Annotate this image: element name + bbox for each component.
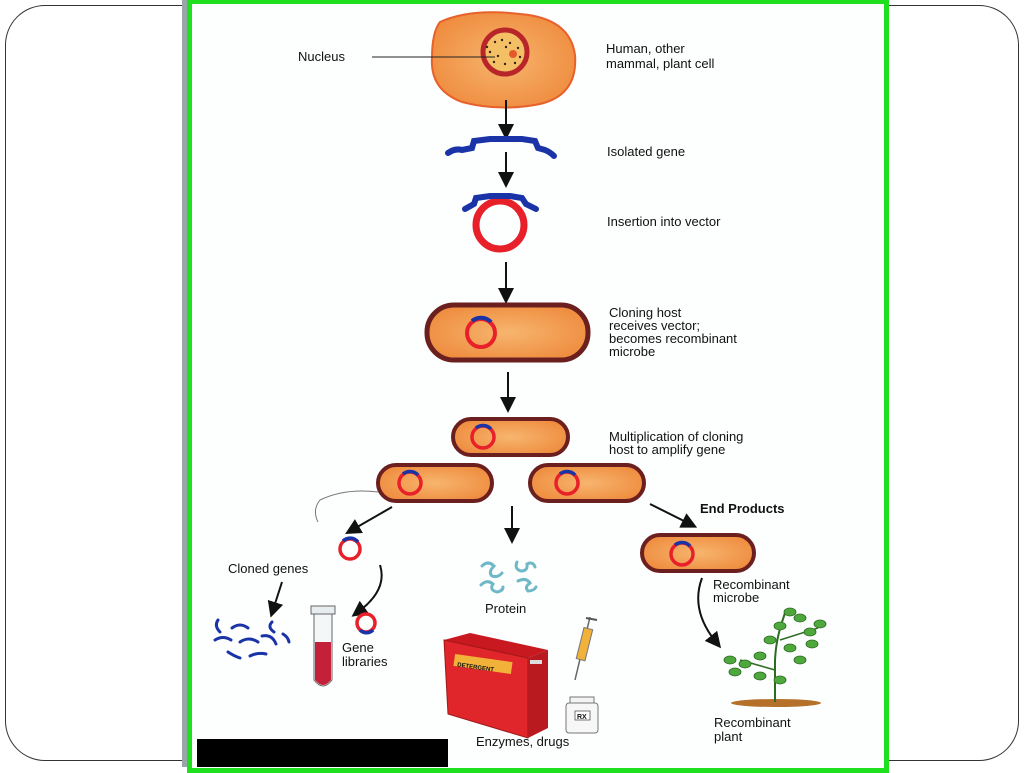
recombinant-plant-icon bbox=[723, 607, 827, 707]
arrow-to-cloned-genes bbox=[345, 506, 393, 534]
nucleus-label: Nucleus bbox=[298, 49, 345, 64]
recombinant-microbe-label-1: Recombinant bbox=[713, 577, 790, 592]
end-products-label: End Products bbox=[700, 501, 785, 516]
gene-insert-icon bbox=[462, 193, 539, 212]
recombinant-microbe-label-2: microbe bbox=[713, 590, 760, 605]
syringe-icon bbox=[574, 616, 598, 681]
isolated-gene-icon bbox=[445, 136, 557, 159]
isolated-gene-label: Isolated gene bbox=[607, 144, 686, 159]
flagellum-icon bbox=[314, 490, 379, 523]
cloning-host-label-2: receives vector; bbox=[609, 318, 701, 333]
rx-label: RX bbox=[577, 714, 587, 721]
cloned-genes-label: Cloned genes bbox=[228, 561, 309, 576]
cloned-gene-plasmid-icon bbox=[338, 536, 362, 561]
recombinant-plant-label-1: Recombinant bbox=[714, 715, 791, 730]
insertion-label: Insertion into vector bbox=[607, 214, 721, 229]
vector-plasmid-icon bbox=[472, 197, 528, 253]
cloning-host-label-1: Cloning host bbox=[609, 305, 682, 320]
daughter-cell-left-icon bbox=[376, 463, 494, 503]
multiplication-label-2: host to amplify gene bbox=[609, 442, 726, 457]
gene-libraries-label-2: libraries bbox=[342, 654, 388, 669]
recombinant-plant-label-2: plant bbox=[714, 729, 743, 744]
left-gray-band bbox=[182, 0, 188, 767]
redaction-bar bbox=[197, 739, 448, 767]
multiplication-label-1: Multiplication of cloning bbox=[609, 429, 744, 444]
source-cell-label-1: Human, other bbox=[606, 41, 685, 56]
arrow-to-gene-fragments bbox=[267, 581, 284, 618]
gene-fragments-icon bbox=[213, 618, 291, 660]
gene-libraries-label-1: Gene bbox=[342, 640, 374, 655]
multiplying-cell-icon bbox=[451, 417, 570, 457]
cloning-host-label-4: microbe bbox=[609, 344, 656, 359]
gene-library-plasmid-icon bbox=[355, 612, 377, 635]
arrow-to-recombinant-microbe bbox=[649, 503, 698, 528]
protein-icon bbox=[479, 560, 538, 594]
recombinant-microbe-cell-icon bbox=[640, 533, 756, 573]
daughter-cell-right-icon bbox=[528, 463, 646, 503]
arrow-to-gene-library bbox=[351, 564, 383, 617]
enzymes-drugs-label: Enzymes, drugs bbox=[476, 734, 570, 749]
detergent-box-icon bbox=[443, 633, 548, 739]
source-cell-icon bbox=[430, 11, 577, 109]
source-cell-label-2: mammal, plant cell bbox=[606, 56, 715, 71]
cloning-host-label-3: becomes recombinant bbox=[609, 331, 737, 346]
test-tube-icon bbox=[310, 605, 336, 687]
rx-bottle-icon bbox=[565, 696, 599, 734]
protein-label: Protein bbox=[485, 601, 527, 616]
cloning-host-cell-icon bbox=[424, 302, 591, 363]
arrow-to-recombinant-plant bbox=[697, 577, 722, 649]
